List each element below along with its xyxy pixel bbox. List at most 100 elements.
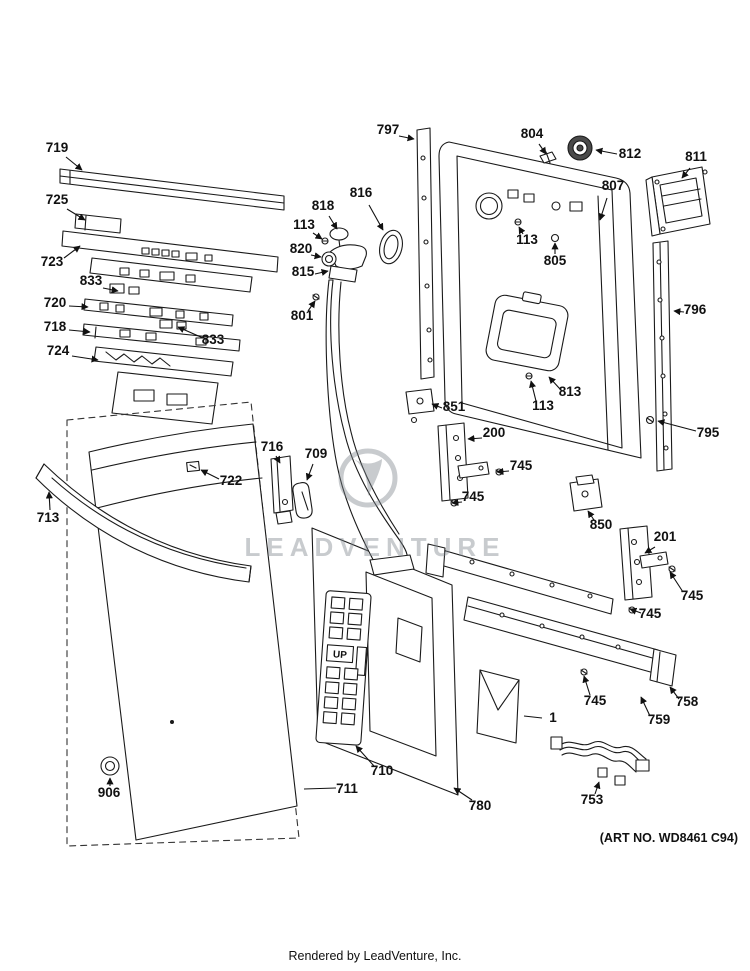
callout-leader-724 bbox=[71, 355, 99, 363]
callout-leader-804 bbox=[538, 143, 547, 155]
part-797-side-strip bbox=[416, 127, 435, 380]
callout-leader-796 bbox=[673, 308, 685, 316]
part-811-latch bbox=[645, 166, 711, 237]
callout-label-201: 201 bbox=[654, 529, 677, 544]
callout-label-745: 745 bbox=[584, 693, 607, 708]
part-805-hole bbox=[550, 233, 560, 243]
callout-leader-797 bbox=[398, 134, 415, 142]
art-number: (ART NO. WD8461 C94) bbox=[600, 831, 738, 845]
callout-label-816: 816 bbox=[350, 185, 373, 200]
callout-leader-713 bbox=[45, 491, 53, 511]
callout-leader-759 bbox=[640, 696, 651, 717]
callout-label-759: 759 bbox=[648, 712, 671, 727]
callout-leader-1 bbox=[523, 715, 543, 719]
callout-label-851: 851 bbox=[443, 399, 466, 414]
callout-label-820: 820 bbox=[290, 241, 313, 256]
part-713-door-handle bbox=[35, 463, 252, 583]
callout-leader-758 bbox=[669, 686, 680, 700]
part-724-console-bracket bbox=[93, 346, 234, 425]
callout-leader-851 bbox=[431, 403, 443, 410]
callout-leader-710 bbox=[355, 745, 375, 767]
callout-label-725: 725 bbox=[46, 192, 69, 207]
callout-leader-745 bbox=[582, 675, 591, 696]
callout-label-833: 833 bbox=[202, 332, 225, 347]
callout-leader-722 bbox=[200, 469, 220, 480]
part-709-clip bbox=[292, 482, 313, 519]
callout-label-797: 797 bbox=[377, 122, 400, 137]
callout-label-804: 804 bbox=[521, 126, 544, 141]
part-850-bracket bbox=[569, 474, 603, 512]
callout-leader-833 bbox=[177, 326, 204, 339]
callout-label-807: 807 bbox=[602, 178, 625, 193]
callout-label-745: 745 bbox=[510, 458, 533, 473]
callout-label-719: 719 bbox=[46, 140, 69, 155]
callout-label-713: 713 bbox=[37, 510, 60, 525]
callout-leader-709 bbox=[305, 463, 314, 481]
part-804-clip bbox=[539, 151, 557, 164]
callout-label-745: 745 bbox=[639, 606, 662, 621]
callout-leader-719 bbox=[65, 156, 83, 171]
callout-label-718: 718 bbox=[44, 319, 67, 334]
callout-leader-113 bbox=[529, 380, 537, 402]
part-745-screw-e bbox=[580, 668, 588, 676]
part-795-screw bbox=[645, 415, 655, 425]
part-113-screw-dispenser bbox=[525, 372, 533, 380]
part-722-clip bbox=[186, 460, 201, 473]
callout-label-796: 796 bbox=[684, 302, 707, 317]
callout-leader-816 bbox=[368, 204, 384, 231]
callout-leader-815 bbox=[314, 268, 329, 276]
part-820-nut bbox=[321, 251, 337, 267]
watermark-text: LEADVENTURE bbox=[244, 532, 505, 562]
part-710-keypad: UP bbox=[315, 590, 372, 746]
callout-label-906: 906 bbox=[98, 785, 121, 800]
callout-label-795: 795 bbox=[697, 425, 720, 440]
callout-label-833: 833 bbox=[80, 273, 103, 288]
keypad-up-label: UP bbox=[333, 649, 348, 661]
callout-leader-811 bbox=[681, 167, 691, 179]
part-851-bracket bbox=[405, 388, 435, 424]
callout-label-200: 200 bbox=[483, 425, 506, 440]
callout-leader-711 bbox=[303, 787, 337, 790]
footer-credit: Rendered by LeadVenture, Inc. bbox=[288, 949, 461, 963]
callout-label-801: 801 bbox=[291, 308, 314, 323]
part-796-side-strip bbox=[652, 240, 673, 472]
callout-leader-113 bbox=[312, 232, 323, 240]
callout-leader-200 bbox=[467, 434, 483, 443]
callout-leader-780 bbox=[453, 787, 473, 801]
part-113-screw-vent bbox=[321, 237, 329, 245]
door-assembly-boundary bbox=[66, 401, 300, 847]
part-758-end-cap bbox=[649, 648, 677, 687]
callout-label-711: 711 bbox=[336, 781, 358, 796]
callout-label-811: 811 bbox=[685, 149, 707, 164]
part-815-vent-duct-assembly bbox=[312, 227, 415, 576]
callout-leader-745 bbox=[629, 607, 642, 615]
callout-label-720: 720 bbox=[44, 295, 67, 310]
part-801-screw bbox=[312, 293, 320, 301]
callout-label-723: 723 bbox=[41, 254, 64, 269]
part-725-end-cap bbox=[74, 213, 122, 234]
part-813-dispenser bbox=[485, 291, 569, 372]
callout-leader-833 bbox=[102, 286, 119, 294]
callout-label-113: 113 bbox=[516, 232, 538, 247]
part-753-wire-harness bbox=[550, 736, 650, 786]
callout-leader-795 bbox=[657, 419, 697, 432]
callout-leader-745 bbox=[496, 467, 510, 476]
callout-label-113: 113 bbox=[532, 398, 554, 413]
callout-leader-718 bbox=[68, 327, 91, 335]
part-816-vent-seal bbox=[379, 229, 403, 265]
part-1-literature bbox=[476, 669, 520, 744]
callout-leader-753 bbox=[593, 781, 601, 795]
callout-label-758: 758 bbox=[676, 694, 699, 709]
callout-label-813: 813 bbox=[559, 384, 582, 399]
leadventure-watermark: LEADVENTURE bbox=[244, 448, 505, 562]
callout-label-745: 745 bbox=[681, 588, 704, 603]
part-720-button-strip bbox=[83, 298, 234, 327]
callout-label-710: 710 bbox=[371, 763, 394, 778]
callout-label-780: 780 bbox=[469, 798, 492, 813]
part-759-bottom-channel-upper bbox=[425, 543, 614, 615]
part-723-sub-board bbox=[89, 257, 253, 293]
callout-label-716: 716 bbox=[261, 439, 284, 454]
part-833-bracket-left bbox=[109, 283, 140, 295]
